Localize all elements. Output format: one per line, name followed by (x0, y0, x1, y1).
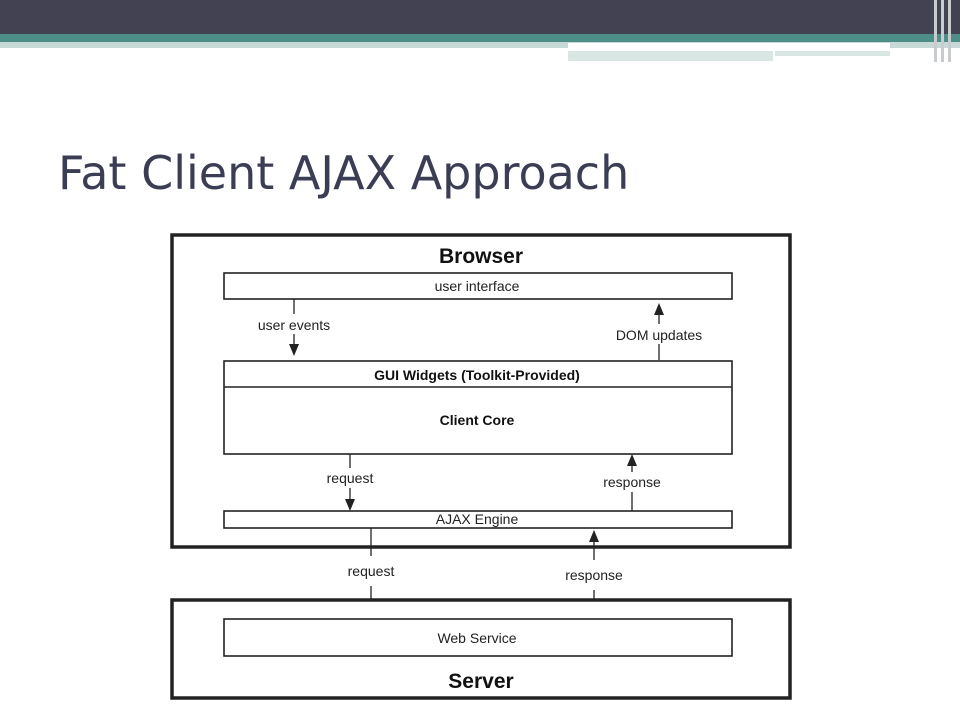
web-service-label: Web Service (437, 630, 516, 646)
inner-request-arrowhead (345, 499, 355, 511)
web-service-box (223, 618, 733, 657)
inner-response-arrowhead (627, 454, 637, 466)
outer-response-label: response (565, 567, 623, 583)
header-decor-line (941, 0, 944, 62)
ajax-engine-box (223, 510, 733, 529)
outer-request-label-bg (336, 556, 406, 586)
inner-response-label-bg (594, 472, 670, 492)
outer-response-arrowhead (589, 530, 599, 542)
user-events-label: user events (258, 317, 330, 333)
outer-request-label: request (348, 563, 395, 579)
ajax-engine-label: AJAX Engine (436, 511, 519, 527)
slide-title: Fat Client AJAX Approach (58, 146, 630, 200)
header-light-band (0, 42, 960, 48)
inner-request-label-bg (318, 468, 382, 488)
dom-updates-label-bg (606, 324, 712, 344)
client-core-label: Client Core (440, 412, 515, 428)
header-decor-line (934, 0, 937, 62)
header-accent-band (0, 34, 960, 42)
gui-widgets-label: GUI Widgets (Toolkit-Provided) (374, 367, 580, 383)
inner-response-label: response (603, 474, 661, 490)
server-label: Server (448, 670, 513, 693)
user-events-arrowhead (289, 344, 299, 356)
client-core-box (223, 360, 733, 455)
outer-response-label-bg (554, 560, 634, 590)
inner-request-label: request (327, 470, 374, 486)
header-decor-line (948, 0, 951, 62)
dom-updates-arrowhead (654, 303, 664, 315)
header-decor-strip (568, 51, 773, 61)
user-interface-box (223, 272, 733, 300)
dom-updates-label: DOM updates (616, 327, 702, 343)
slide-header-bar (0, 0, 960, 34)
user-events-label-bg (248, 314, 340, 334)
browser-label: Browser (439, 245, 523, 268)
header-decor-strip (775, 51, 890, 56)
user-interface-label: user interface (435, 278, 520, 294)
header-decor-strip (568, 43, 890, 51)
